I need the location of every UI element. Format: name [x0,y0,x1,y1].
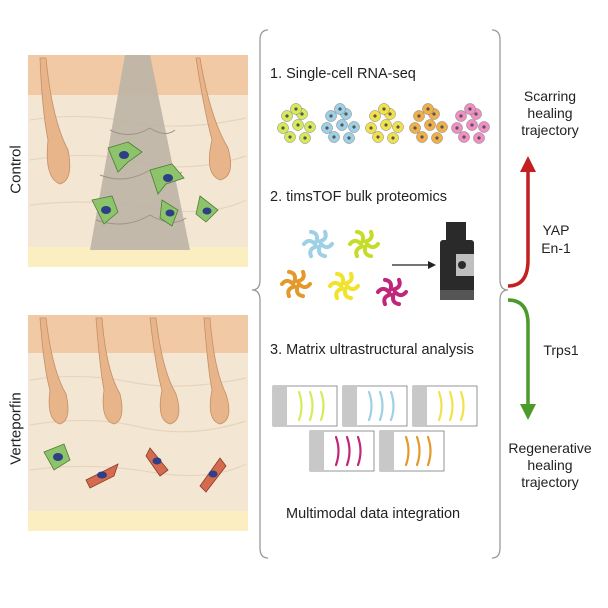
cell-cluster [365,103,404,144]
verteporfin-hair-follicle-2 [95,317,123,425]
protein-structures [280,229,408,307]
scarring-line-2: healing [527,105,573,121]
verteporfin-fibroblasts [43,443,227,493]
verteporfin-hair-follicle-1 [39,317,69,425]
step-2-title: 2. timsTOF bulk proteomics [270,189,448,205]
cell-cluster [409,103,448,144]
trps1-label: Trps1 [543,342,579,358]
proteomics-arrowhead [428,261,436,269]
protein [328,271,360,301]
mass-spectrometer-icon [440,222,474,300]
cell-cluster [321,103,360,144]
control-hair-follicle-left [39,57,71,185]
integration-label: Multimodal data integration [286,506,461,522]
step-3-title: 3. Matrix ultrastructural analysis [270,342,474,358]
matrix-box [412,385,478,427]
protein [348,229,380,259]
control-fat-layer [28,247,248,267]
verteporfin-fat-layer [28,511,248,531]
yap-label: YAP [542,222,570,238]
verteporfin-label: Verteporfin [7,392,25,465]
scarring-arrowhead [520,156,536,172]
control-hair-follicle-right [195,57,232,181]
scarring-line-3: trajectory [521,122,579,138]
control-label: Control [7,145,25,194]
step-1-title: 1. Single-cell RNA-seq [270,66,416,82]
verteporfin-epidermis [28,315,248,353]
central-bracket [251,29,509,559]
protein [280,269,312,299]
scarring-label: Scarring healing trajectory [502,88,598,139]
regenerative-arrowhead [520,404,536,420]
scarring-trajectory-arrow [507,170,530,288]
verteporfin-hair-follicle-3 [149,317,180,425]
control-skin-panel [28,55,248,267]
regenerative-label: Regenerative healing trajectory [498,440,602,491]
en1-label: En-1 [541,240,571,256]
scarring-line-1: Scarring [523,88,577,104]
regenerative-line-1: Regenerative [508,440,592,456]
protein [302,229,334,259]
matrix-box [272,385,338,427]
regenerative-trajectory-arrow [507,298,530,406]
verteporfin-hair-follicle-4 [203,317,230,425]
protein [376,277,408,307]
control-fibroblasts [91,141,219,227]
regenerative-line-3: trajectory [521,474,579,490]
matrix-ultrastructure-boxes [272,385,478,472]
matrix-box [379,430,445,472]
cell-cluster [451,103,490,144]
single-cell-clusters [277,103,490,144]
regenerative-line-2: healing [527,457,573,473]
verteporfin-skin-panel [28,315,248,531]
cell-cluster [277,103,316,144]
matrix-box [309,430,375,472]
matrix-box [342,385,408,427]
